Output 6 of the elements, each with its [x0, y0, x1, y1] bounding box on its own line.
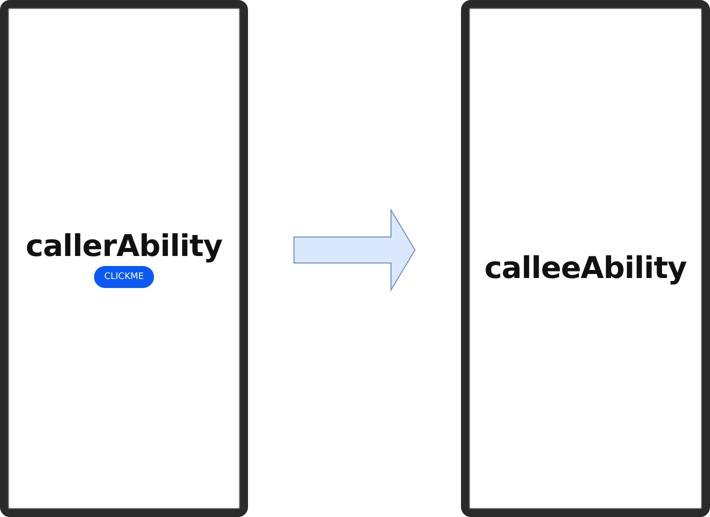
phone-screen	[461, 0, 710, 517]
phone-screen	[0, 0, 248, 517]
block-arrow	[294, 208, 416, 292]
screen-title: callerAbility	[26, 229, 222, 264]
click-button: CLICKME	[94, 266, 154, 288]
screen-title: calleeAbility	[484, 251, 687, 286]
